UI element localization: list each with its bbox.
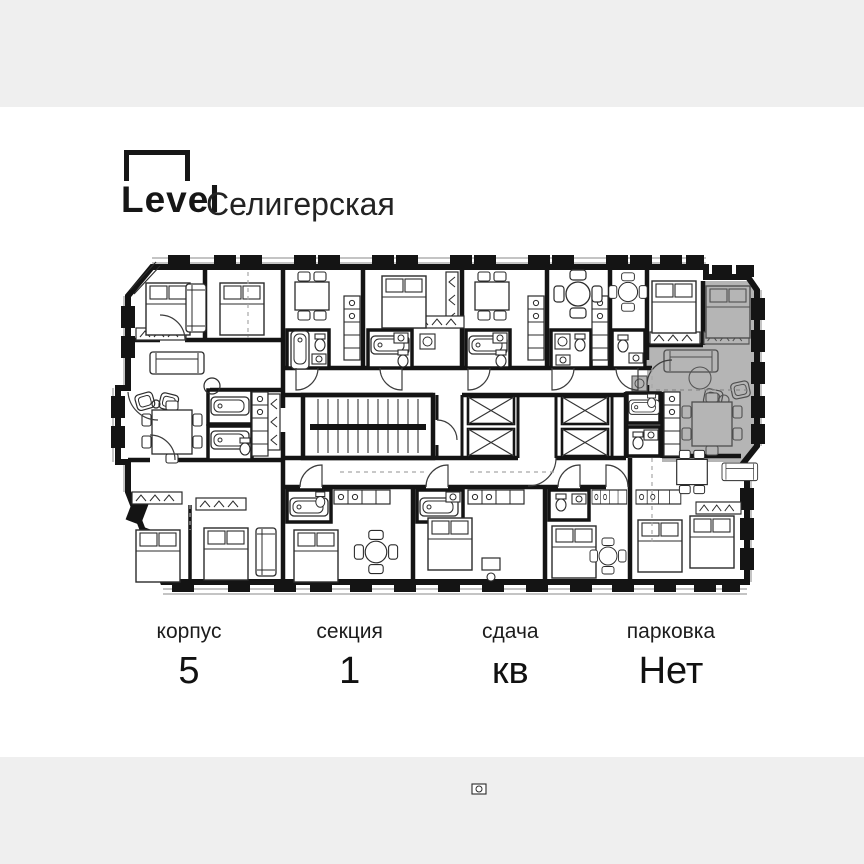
bed-icon: [203, 527, 249, 581]
stair-handrail: [310, 424, 426, 430]
stat-building: корпус 5: [110, 620, 268, 693]
stat-value: 1: [339, 650, 361, 692]
stat-delivery: сдача кв: [431, 620, 589, 693]
desk-icon: [481, 557, 501, 582]
bathroom-pods: [206, 328, 662, 795]
bed-icon: [145, 282, 191, 336]
table-icon: [474, 271, 510, 321]
sofa-icon: [721, 462, 759, 482]
sofa-icon: [185, 283, 207, 333]
dashed-lines: [189, 272, 750, 545]
interior-walls-bottom: [128, 457, 633, 585]
bed-icon: [427, 517, 473, 571]
bed-icon: [551, 525, 597, 579]
stat-section: секция 1: [271, 620, 429, 693]
sofa-icon: [255, 527, 277, 577]
elevator-x-icon: [466, 395, 516, 426]
listing-stats: корпус 5 секция 1 сдача кв парковка Нет: [110, 620, 750, 693]
washer-icon: [631, 375, 648, 392]
stat-value: 5: [178, 650, 200, 692]
bed-icon: [135, 529, 181, 583]
sofa-icon: [663, 349, 719, 373]
stat-label: сдача: [482, 620, 539, 643]
elevator-bank-right: [560, 395, 610, 458]
bed-icon: [381, 275, 427, 329]
stat-value: кв: [491, 650, 529, 692]
rug-icon: [688, 366, 712, 390]
elevator-bank-left: [466, 395, 516, 458]
bed-icon: [651, 280, 697, 334]
furniture-top: [133, 269, 697, 464]
table-icon: [294, 271, 330, 321]
bed-icon: [705, 285, 751, 339]
elevator-x-icon: [466, 427, 516, 458]
stat-label: секция: [316, 620, 383, 643]
round-table-icon: [353, 529, 399, 575]
bed-icon: [637, 519, 683, 573]
bed-icon: [293, 529, 339, 583]
elevator-x-icon: [560, 395, 610, 426]
staircase: [300, 392, 436, 461]
coffee-table-icon: [203, 377, 221, 395]
bed-icon: [219, 282, 265, 336]
balcony-hatch: [129, 261, 161, 295]
round-table-icon: [608, 272, 648, 312]
door-arcs: [127, 314, 673, 488]
bed-icon: [689, 515, 735, 569]
sofa-icon: [149, 351, 205, 375]
brand-name: Level: [121, 181, 224, 218]
stat-label: корпус: [156, 620, 222, 643]
stat-value: Нет: [638, 650, 704, 692]
stat-parking: парковка Нет: [592, 620, 750, 693]
project-name: Селигерская: [206, 186, 395, 222]
dining-table-icon: [141, 400, 203, 464]
furniture-highlighted: [631, 285, 752, 456]
stat-label: парковка: [626, 620, 716, 643]
elevator-x-icon: [560, 427, 610, 458]
